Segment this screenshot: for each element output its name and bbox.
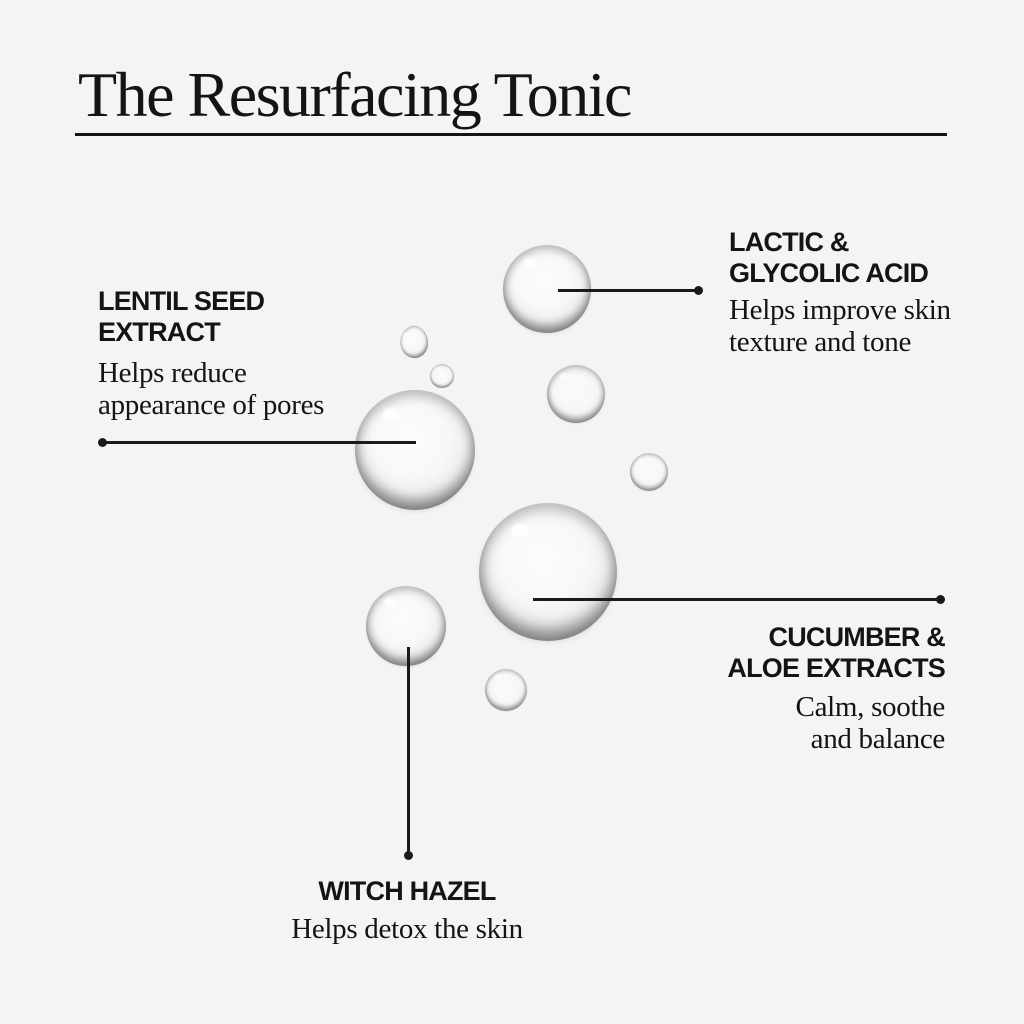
callout-lentil-heading: LENTIL SEED EXTRACT [98,286,265,347]
water-droplet-small-bottom-icon [485,669,527,711]
leader-dot-witch-hazel [404,851,413,860]
leader-line-lentil [102,441,416,444]
callout-witch-description: Helps detox the skin [291,913,523,945]
water-droplet-teardrop-icon [395,322,433,362]
leader-dot-lactic [694,286,703,295]
page-title: The Resurfacing Tonic [78,59,632,130]
leader-line-witch-hazel [407,647,410,855]
water-droplet-lentil-icon [355,390,475,510]
callout-lactic-heading: LACTIC & GLYCOLIC ACID [729,227,929,288]
callout-cucumber-aloe-extracts: CUCUMBER & ALOE EXTRACTS Calm, soothe an… [727,622,945,755]
leader-line-cucumber [533,598,940,601]
callout-cucumber-description: Calm, soothe and balance [795,691,946,755]
callout-witch-hazel: WITCH HAZEL Helps detox the skin [291,876,523,945]
callout-lentil-seed-extract: LENTIL SEED EXTRACT Helps reduce appeara… [98,286,324,421]
water-droplet-medium-icon [547,365,605,423]
leader-dot-lentil [98,438,107,447]
callout-witch-heading: WITCH HAZEL [318,876,496,906]
water-droplet-small-right-icon [630,453,668,491]
leader-line-lactic [558,289,698,292]
callout-lactic-glycolic-acid: LACTIC & GLYCOLIC ACID Helps improve ski… [729,227,951,358]
water-droplet-cucumber-icon [479,503,617,641]
leader-dot-cucumber [936,595,945,604]
water-droplet-tiny-icon [430,364,454,388]
callout-lactic-description: Helps improve skin texture and tone [729,294,951,358]
callout-cucumber-heading: CUCUMBER & ALOE EXTRACTS [727,622,945,683]
callout-lentil-description: Helps reduce appearance of pores [98,357,325,421]
title-divider-rule [75,133,947,136]
water-droplet-witch-hazel-icon [366,586,446,666]
